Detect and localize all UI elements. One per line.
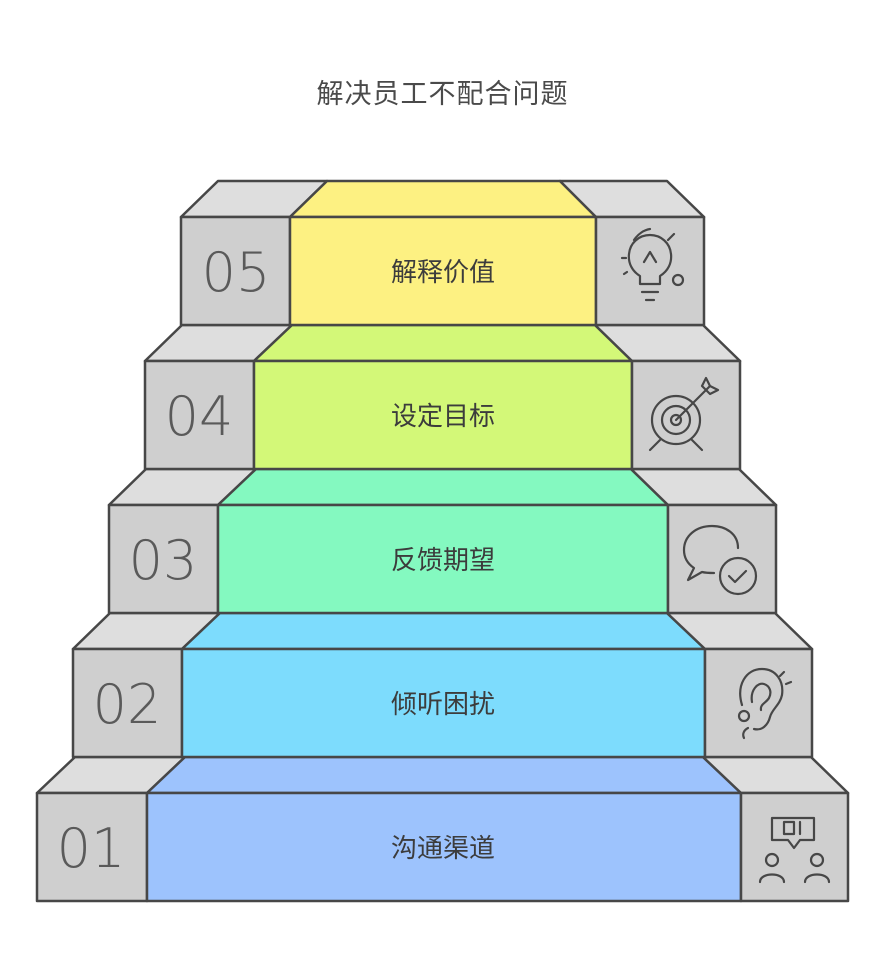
step-05-number: 05 <box>202 241 271 304</box>
people-talking-icon <box>758 816 831 884</box>
step-01-front-face <box>145 791 743 903</box>
step-01-number: 01 <box>57 817 126 880</box>
step-02-top-mid <box>180 611 707 651</box>
step-05: 05 解释价值 <box>179 179 706 327</box>
step-04-number: 04 <box>165 385 234 448</box>
step-04-top-mid <box>252 323 634 363</box>
step-03-right-face <box>666 503 778 615</box>
step-03-top-mid <box>216 467 670 507</box>
step-03-front-face <box>216 503 670 615</box>
step-03-label: 反馈期望 <box>391 546 495 576</box>
step-05-top-mid <box>288 179 598 219</box>
step-03-number: 03 <box>129 529 198 592</box>
step-01-left-face <box>35 791 149 903</box>
step-01: 01 沟通渠道 <box>35 755 850 903</box>
step-04: 04 设定目标 <box>143 323 742 471</box>
step-05-label: 解释价值 <box>391 258 495 288</box>
step-03-left-face <box>107 503 220 615</box>
step-02-label: 倾听困扰 <box>391 690 495 720</box>
step-05-left-face <box>179 215 292 327</box>
step-03: 03 反馈期望 <box>107 467 778 615</box>
step-04-front-face <box>252 359 634 471</box>
ear-icon <box>737 667 793 740</box>
chat-check-icon <box>682 524 758 596</box>
step-01-top-mid <box>145 755 743 795</box>
step-02: 02 倾听困扰 <box>71 611 814 759</box>
step-02-number: 02 <box>93 673 162 736</box>
step-04-left-face <box>143 359 256 471</box>
step-01-label: 沟通渠道 <box>391 834 495 864</box>
target-arrow-icon <box>648 376 720 452</box>
lightbulb-idea-icon <box>620 227 685 302</box>
step-04-right-face <box>630 359 742 471</box>
diagram-title: 解决员工不配合问题 <box>316 79 569 110</box>
step-02-right-face <box>703 647 814 759</box>
step-02-front-face <box>180 647 707 759</box>
step-05-right-face <box>594 215 706 327</box>
step-04-label: 设定目标 <box>391 402 495 432</box>
